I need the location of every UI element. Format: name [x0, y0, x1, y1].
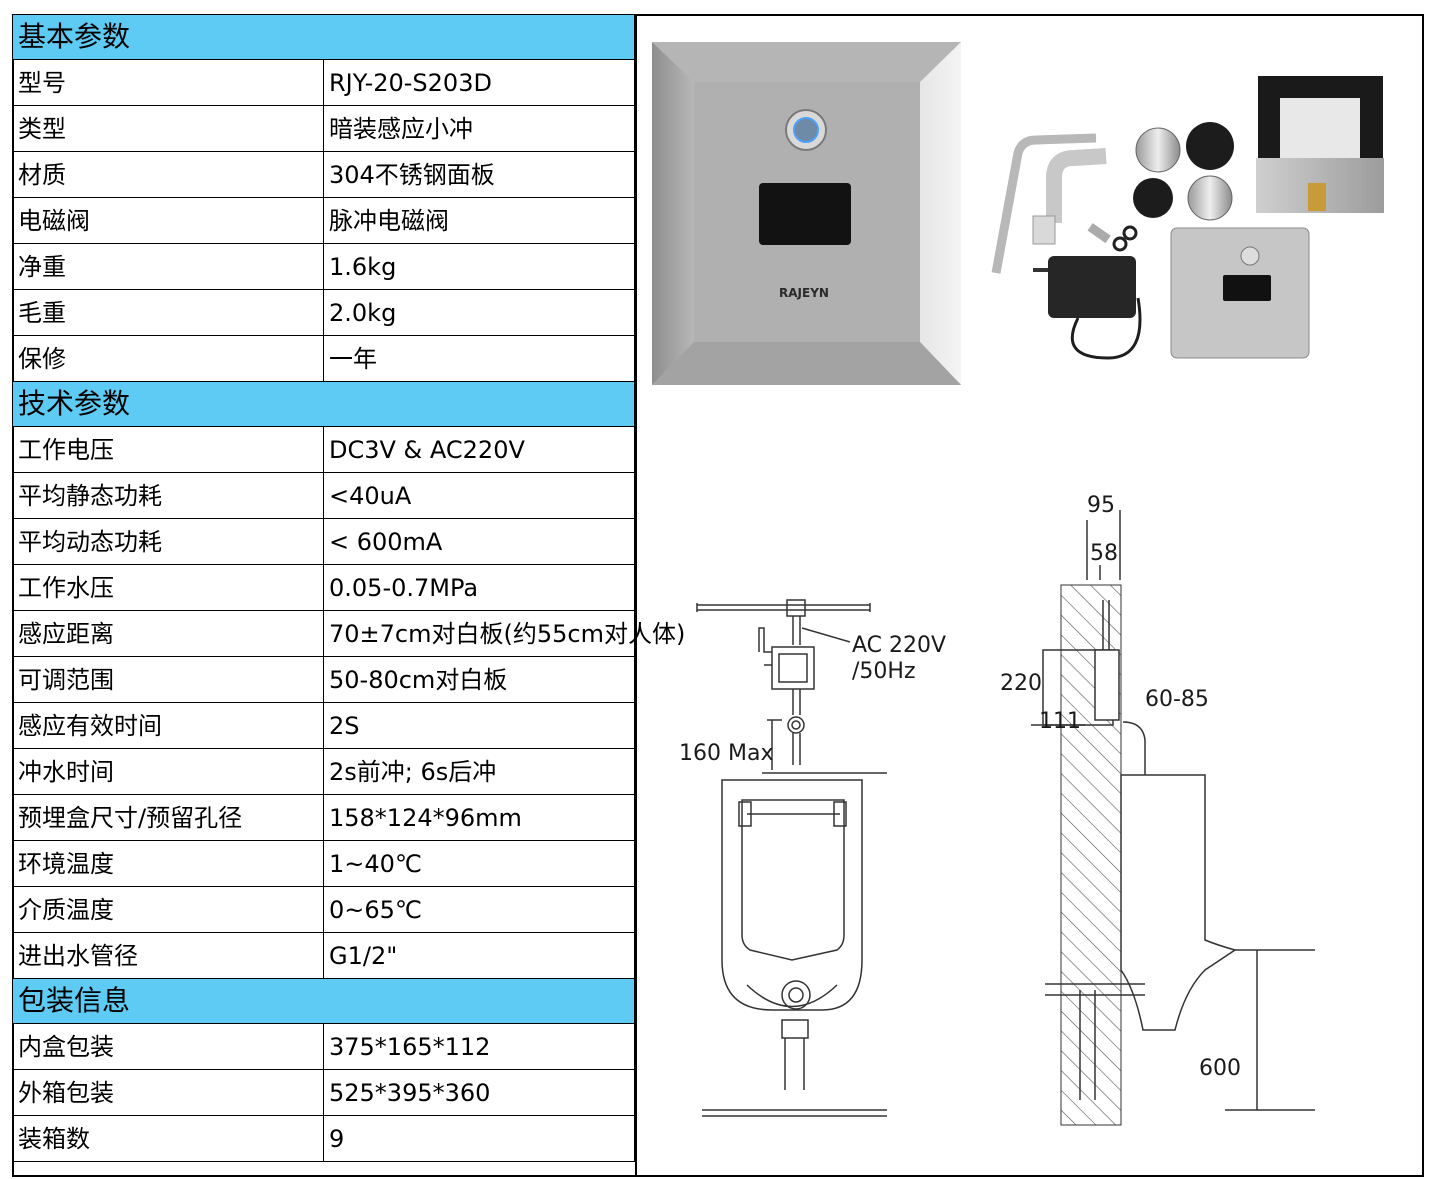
spec-value: RJY-20-S203D: [323, 59, 635, 106]
spec-row: 类型暗装感应小冲: [12, 105, 635, 152]
spec-key: 内盒包装: [12, 1023, 324, 1070]
spec-value: 304不锈钢面板: [323, 151, 635, 198]
spec-key: 保修: [12, 335, 324, 382]
spec-value: 525*395*360: [323, 1069, 635, 1116]
spec-value: 暗装感应小冲: [323, 105, 635, 152]
spec-key: 平均动态功耗: [12, 518, 324, 565]
side-install-diagram: 95 58 220 111 60-85 600: [1000, 493, 1315, 1126]
dim-220: 220: [1000, 671, 1042, 696]
section-header: 技术参数: [12, 381, 635, 427]
spec-row: 保修一年: [12, 335, 635, 382]
spec-value: 158*124*96mm: [323, 794, 635, 841]
spec-key: 外箱包装: [12, 1069, 324, 1116]
spec-key: 预埋盒尺寸/预留孔径: [12, 794, 324, 841]
dim-60-85: 60-85: [1145, 687, 1209, 712]
power-label-1: AC 220V: [852, 633, 946, 658]
spec-value: 2s前冲; 6s后冲: [323, 748, 635, 795]
front-install-diagram: AC 220V /50Hz 160 Max: [679, 599, 946, 1117]
spec-key: 电磁阀: [12, 197, 324, 244]
spec-value: 1~40℃: [323, 840, 635, 887]
spec-value: <40uA: [323, 472, 635, 519]
section-header: 包装信息: [12, 978, 635, 1024]
spec-row: 平均静态功耗<40uA: [12, 472, 635, 519]
spec-key: 可调范围: [12, 656, 324, 703]
spec-value: 0.05-0.7MPa: [323, 564, 635, 611]
spec-value: 脉冲电磁阀: [323, 197, 635, 244]
spec-value: 9: [323, 1115, 635, 1162]
spec-key: 型号: [12, 59, 324, 106]
spec-value: < 600mA: [323, 518, 635, 565]
spec-value: 2S: [323, 702, 635, 749]
spec-row: 平均动态功耗 < 600mA: [12, 518, 635, 565]
spec-key: 平均静态功耗: [12, 472, 324, 519]
spec-key: 冲水时间: [12, 748, 324, 795]
spec-value: 2.0kg: [323, 289, 635, 336]
spec-key: 类型: [12, 105, 324, 152]
spec-value: 50-80cm对白板: [323, 656, 635, 703]
dim-600: 600: [1199, 1056, 1241, 1081]
section-header: 基本参数: [12, 14, 635, 60]
accessories-photo: [991, 76, 1384, 360]
section-title: 包装信息: [12, 978, 635, 1024]
spec-value: DC3V & AC220V: [323, 426, 635, 473]
section-title: 基本参数: [12, 14, 635, 60]
spec-value: 一年: [323, 335, 635, 382]
height-label: 160 Max: [679, 741, 773, 766]
spec-value: 375*165*112: [323, 1023, 635, 1070]
brand-label: RAJEYN: [779, 286, 829, 300]
spec-key: 工作水压: [12, 564, 324, 611]
spec-value: 0~65℃: [323, 886, 635, 933]
spec-key: 净重: [12, 243, 324, 290]
spec-row: 电磁阀脉冲电磁阀: [12, 197, 635, 244]
spec-key: 材质: [12, 151, 324, 198]
spec-key: 感应有效时间: [12, 702, 324, 749]
section-title: 技术参数: [12, 381, 635, 427]
spec-key: 进出水管径: [12, 932, 324, 979]
dim-111: 111: [1039, 709, 1081, 734]
spec-value: 70±7cm对白板(约55cm对人体): [323, 610, 685, 657]
spec-key: 介质温度: [12, 886, 324, 933]
spec-key: 毛重: [12, 289, 324, 336]
dim-95: 95: [1087, 493, 1115, 518]
spec-value: G1/2": [323, 932, 635, 979]
spec-key: 环境温度: [12, 840, 324, 887]
spec-key: 装箱数: [12, 1115, 324, 1162]
dim-58: 58: [1090, 541, 1118, 566]
product-front-photo: RAJEYN: [652, 42, 961, 385]
image-panel: [635, 14, 1424, 1177]
pipe-icon: [991, 133, 1097, 274]
spec-key: 工作电压: [12, 426, 324, 473]
power-label-2: /50Hz: [852, 659, 916, 684]
spec-value: 1.6kg: [323, 243, 635, 290]
spec-key: 感应距离: [12, 610, 324, 657]
